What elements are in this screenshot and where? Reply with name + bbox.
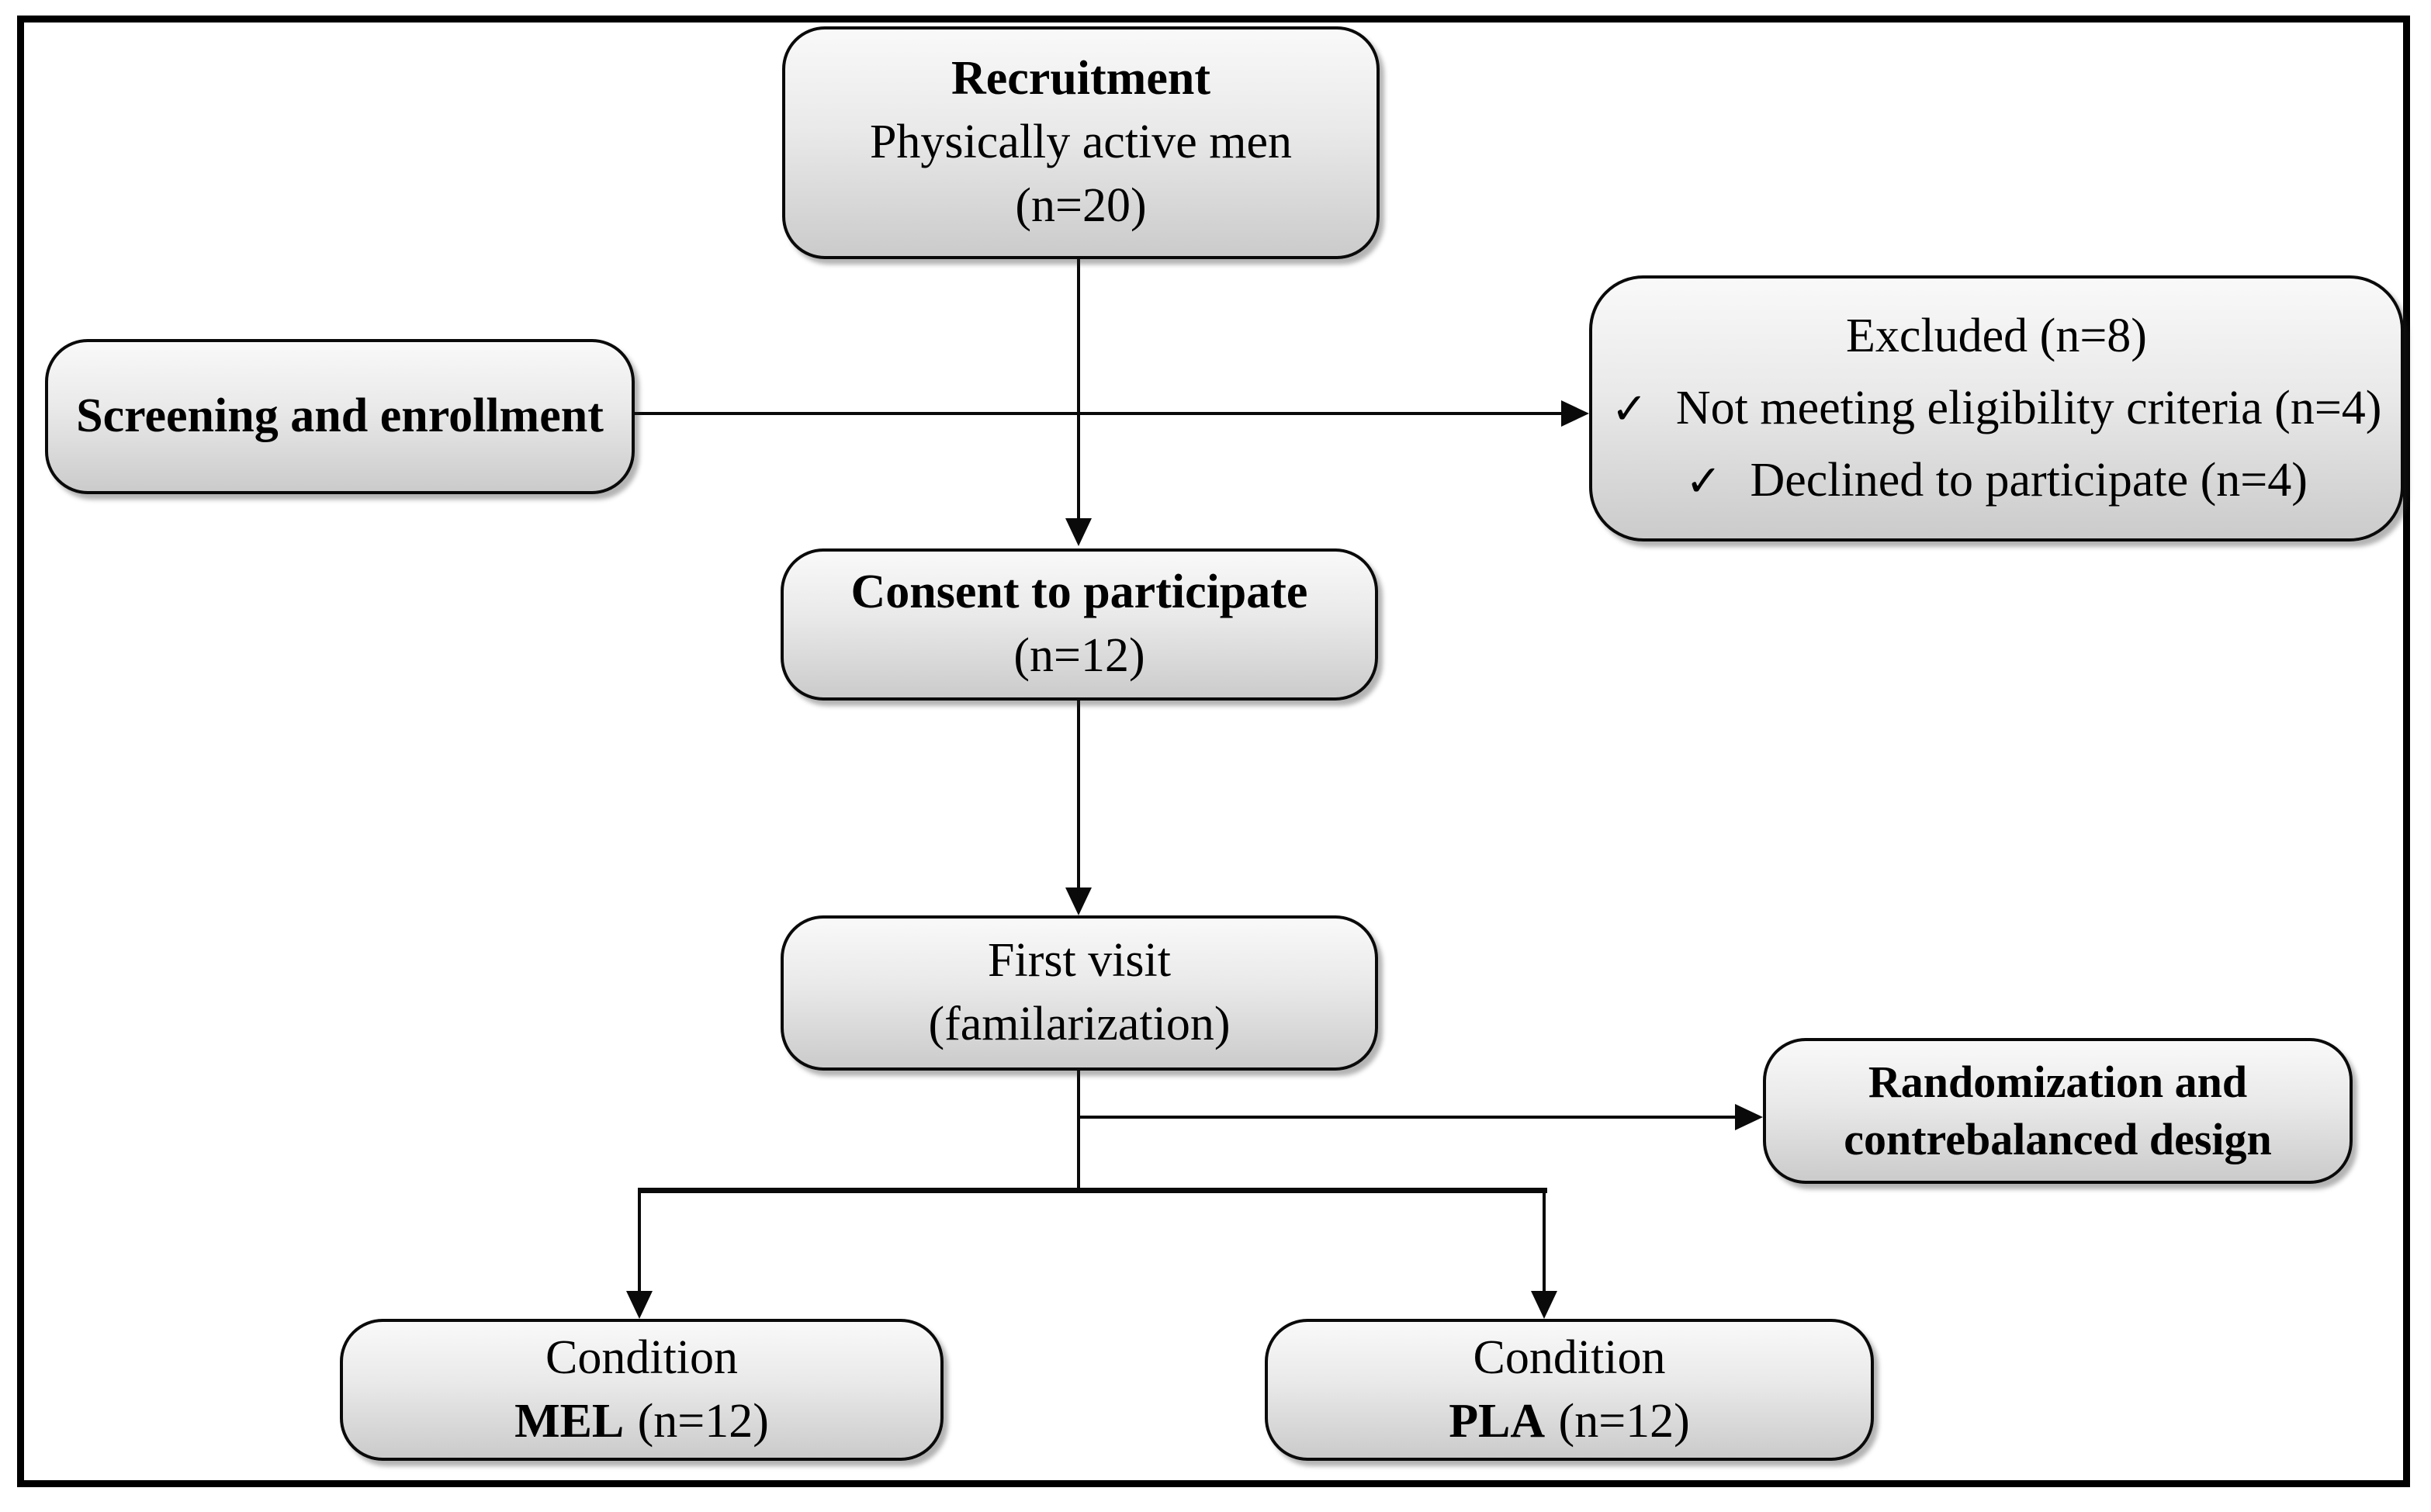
connector-down-to-pla: [1543, 1188, 1546, 1294]
arrowhead-into-first-visit-icon: [1065, 887, 1092, 915]
figure-border: [17, 16, 2410, 1487]
connector-split-bar: [638, 1188, 1547, 1193]
connector-first-visit-down: [1077, 1071, 1080, 1192]
connector-to-randomization: [1079, 1116, 1737, 1119]
first-visit-subtitle: (familarization): [928, 998, 1231, 1050]
condition-mel-label: Condition: [545, 1330, 739, 1384]
consent-box: Consent to participate (n=12): [781, 548, 1378, 701]
arrowhead-into-consent-icon: [1065, 518, 1092, 546]
condition-pla-detail: PLA(n=12): [1449, 1390, 1690, 1454]
randomization-line2: contrebalanced design: [1844, 1114, 2272, 1164]
excluded-item: Declined to participate (n=4): [1750, 454, 2308, 507]
checkmark-icon: ✓: [1685, 456, 1723, 507]
excluded-title: Excluded (n=8): [1846, 310, 2147, 362]
recruitment-count: (n=20): [1015, 178, 1147, 232]
connector-down-to-mel: [638, 1188, 641, 1294]
connector-consent-to-first-visit: [1077, 701, 1080, 891]
condition-mel-box: Condition MEL(n=12): [340, 1319, 944, 1461]
condition-pla-label: Condition: [1473, 1330, 1666, 1384]
consent-title: Consent to participate: [850, 566, 1308, 619]
connector-recruitment-to-consent: [1077, 259, 1080, 521]
first-visit-title: First visit: [987, 934, 1171, 988]
arrowhead-into-excluded-icon: [1561, 400, 1589, 427]
checkmark-icon: ✓: [1611, 384, 1648, 434]
arrowhead-into-randomization-icon: [1735, 1104, 1763, 1130]
screening-box: Screening and enrollment: [45, 339, 635, 494]
first-visit-box: First visit (familarization): [781, 915, 1378, 1071]
recruitment-title: Recruitment: [951, 52, 1210, 106]
connector-screening-to-excluded: [635, 412, 1575, 415]
excluded-item-row: ✓ Declined to participate (n=4): [1685, 445, 2308, 517]
screening-label: Screening and enrollment: [76, 389, 604, 443]
randomization-box: Randomization and contrebalanced design: [1763, 1038, 2353, 1184]
condition-pla-box: Condition PLA(n=12): [1265, 1319, 1874, 1461]
consent-count: (n=12): [1013, 629, 1145, 682]
condition-mel-detail: MEL(n=12): [514, 1390, 769, 1454]
randomization-line1: Randomization and: [1868, 1056, 2248, 1107]
recruitment-population: Physically active men: [869, 116, 1293, 169]
condition-pla-code: PLA: [1449, 1394, 1546, 1448]
recruitment-box: Recruitment Physically active men (n=20): [782, 26, 1380, 259]
condition-pla-count: (n=12): [1558, 1394, 1690, 1448]
condition-mel-count: (n=12): [637, 1394, 769, 1448]
condition-mel-code: MEL: [514, 1394, 625, 1448]
arrowhead-into-mel-icon: [626, 1291, 653, 1319]
excluded-box: Excluded (n=8) ✓ Not meeting eligibility…: [1589, 275, 2404, 541]
excluded-item-row: ✓ Not meeting eligibility criteria (n=4): [1612, 372, 2382, 445]
arrowhead-into-pla-icon: [1531, 1291, 1557, 1319]
excluded-item: Not meeting eligibility criteria (n=4): [1675, 382, 2382, 434]
